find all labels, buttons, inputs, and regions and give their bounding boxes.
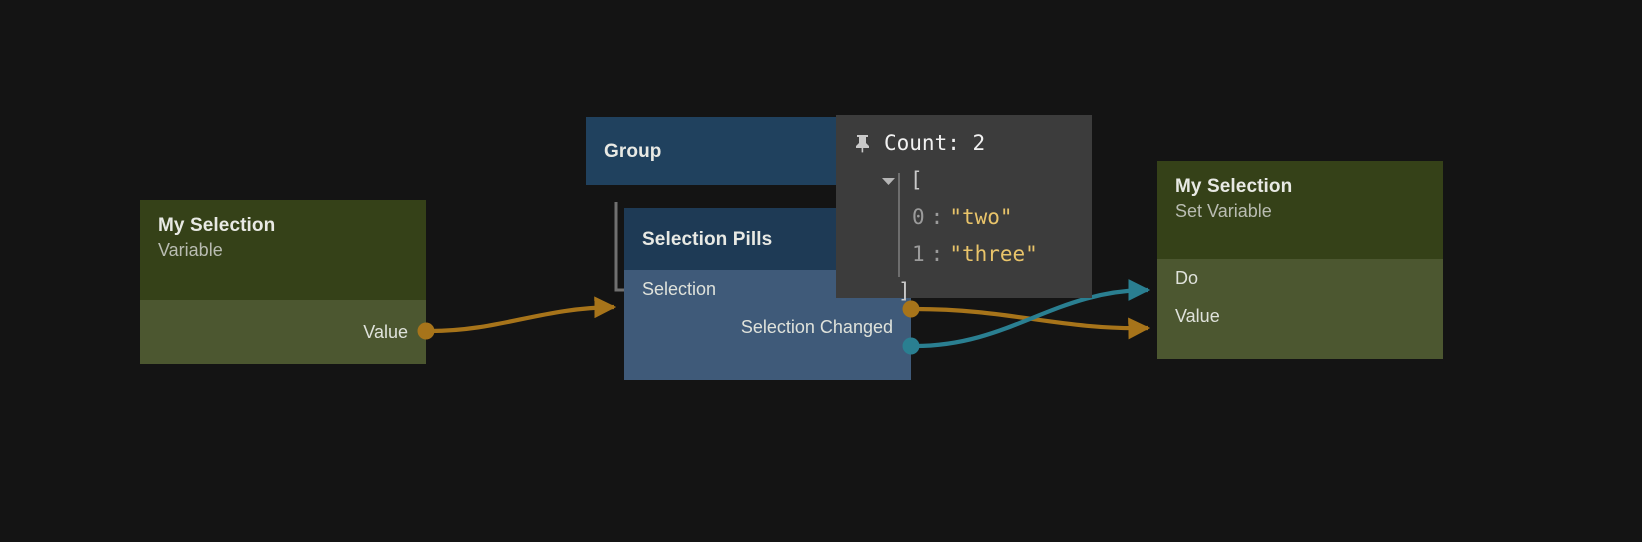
wire-selection-to-setvalue <box>914 306 1151 340</box>
pinned-value-inspector[interactable]: Count: 2 [ 0 : "two" 1 : "three" ] <box>836 115 1092 303</box>
output-port-dot-selection-changed[interactable] <box>902 337 920 355</box>
input-port-row-do[interactable]: Do <box>1157 259 1443 297</box>
node-title: My Selection <box>1175 176 1293 197</box>
tooltip-count-label: Count: 2 <box>884 131 986 155</box>
node-title: Group <box>604 140 662 162</box>
tooltip-count-row: Count: 2 <box>850 125 1076 162</box>
node-subtitle: Set Variable <box>1175 201 1272 221</box>
tooltip-array-close-row: ] <box>850 273 1076 310</box>
input-port-label-selection: Selection <box>642 279 717 299</box>
tooltip-open-bracket: [ <box>910 168 923 192</box>
output-port-row-selection-changed[interactable]: Selection Changed <box>624 308 911 346</box>
node-title: Selection Pills <box>642 228 773 250</box>
node-my-selection-variable[interactable]: My Selection Variable Value <box>140 200 426 364</box>
tree-guide-line <box>898 173 900 277</box>
node-subtitle: Variable <box>158 240 223 260</box>
tooltip-entry-value: "two" <box>949 205 1013 229</box>
output-port-label-value: Value <box>363 322 408 342</box>
output-port-dot-value[interactable] <box>417 322 435 340</box>
input-port-label-value: Value <box>1175 306 1220 326</box>
tooltip-entry-index: 1 <box>912 242 925 266</box>
node-header[interactable]: My Selection Variable <box>140 200 426 300</box>
node-body: Value <box>140 300 426 364</box>
pin-icon[interactable] <box>850 134 874 153</box>
input-port-row-selection[interactable]: Selection <box>624 270 911 308</box>
node-header[interactable]: My Selection Set Variable <box>1157 161 1443 259</box>
input-port-row-value[interactable]: Value <box>1157 297 1443 335</box>
tooltip-close-bracket: ] <box>898 279 911 303</box>
node-title: My Selection <box>158 215 276 236</box>
input-port-label-do: Do <box>1175 268 1199 288</box>
tooltip-entry-value: "three" <box>949 242 1038 266</box>
tooltip-entry-separator: : <box>930 205 944 229</box>
wire-value-to-selection <box>429 296 617 334</box>
tooltip-array-entry: 0 : "two" <box>850 199 1076 236</box>
tooltip-array-open-row[interactable]: [ <box>850 162 1076 199</box>
output-port-row[interactable]: Value <box>140 300 426 364</box>
caret-down-icon[interactable] <box>876 176 900 186</box>
tooltip-array-entry: 1 : "three" <box>850 236 1076 273</box>
output-port-label-selection-changed: Selection Changed <box>740 317 893 337</box>
node-body: Do Value <box>1157 259 1443 359</box>
node-my-selection-set-variable[interactable]: My Selection Set Variable Do Value <box>1157 161 1443 359</box>
tooltip-entry-index: 0 <box>912 205 925 229</box>
tooltip-entry-separator: : <box>930 242 944 266</box>
